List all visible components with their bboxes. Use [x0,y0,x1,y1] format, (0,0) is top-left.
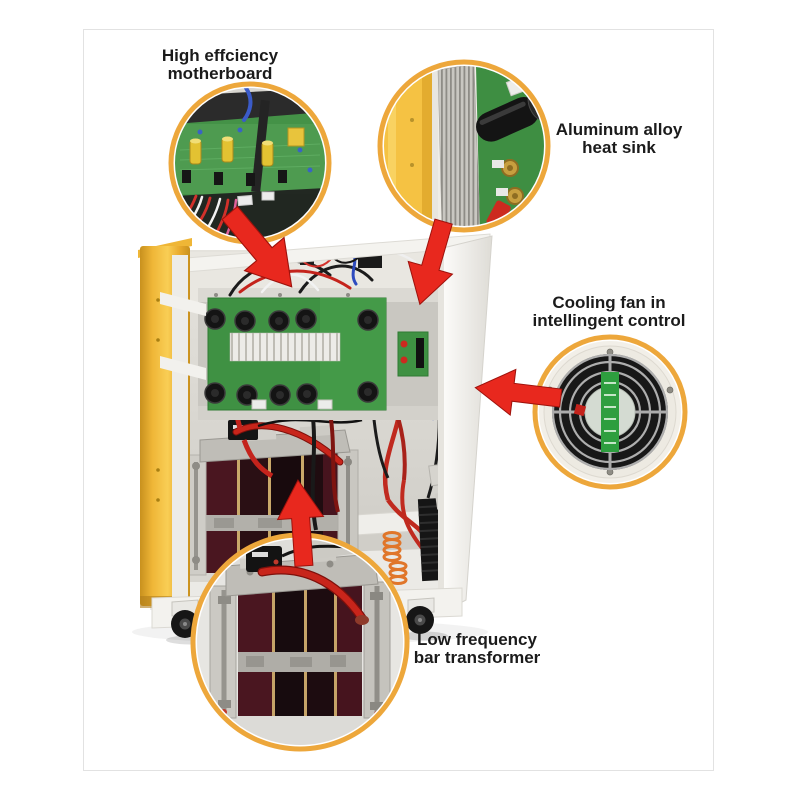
motherboard-label-line1: High effciency [161,46,279,65]
cooling-fan-label-line2: intellingent control [532,311,686,330]
heat-sink-label-line1: Aluminum alloy [555,120,683,139]
arrow-heatsink-icon [407,218,454,306]
transformer-label: Low frequency bar transformer [414,631,541,667]
heat-sink-label: Aluminum alloy heat sink [556,121,683,157]
transformer-label-line1: Low frequency [417,630,537,649]
aluminum-fins [437,65,481,227]
cooling-fan-label-line1: Cooling fan in [552,293,666,312]
arrow-motherboard-icon [221,205,293,288]
motherboard-callout [168,81,332,245]
main-pcb-assembly [198,250,442,420]
transformer-label-line2: bar transformer [413,648,541,667]
yellow-capacitors [189,127,305,167]
arrow-transformer-icon [276,479,325,568]
capacitors [204,308,379,406]
motherboard-label: High effciency motherboard [162,47,278,83]
callout-ring [532,334,688,490]
motherboard-label-line2: motherboard [167,64,273,83]
heat-sink-callout [377,59,551,233]
transformer-closeup [209,538,391,719]
callout-ring [377,59,551,233]
heat-sink-label-line2: heat sink [582,138,656,157]
transformer-callout [190,532,410,752]
caster-wheel [400,597,448,641]
red-arrows [221,205,563,568]
right-side-panel [442,235,493,613]
cooling-fan-callout [532,334,688,490]
arrow-fan-icon [474,368,563,417]
orange-coil-springs [382,531,408,585]
fan-brand-logo [573,403,587,417]
cooling-fan-label: Cooling fan in intellingent control [533,294,686,330]
